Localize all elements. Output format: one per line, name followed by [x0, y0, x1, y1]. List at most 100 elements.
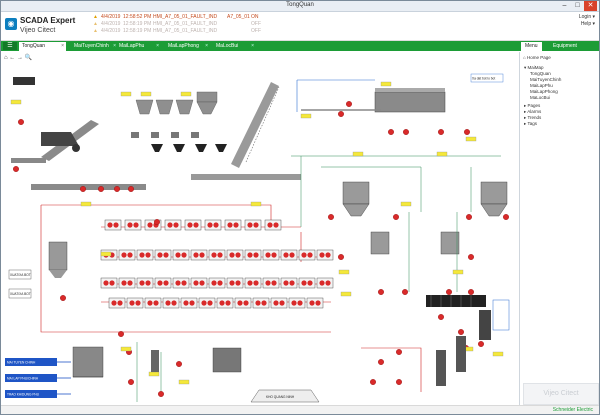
pump-icon[interactable]: [458, 329, 464, 335]
pump-icon[interactable]: [18, 119, 24, 125]
tab-mailapphong[interactable]: MaiLapPhong×: [165, 42, 210, 51]
mill-unit[interactable]: [144, 297, 162, 309]
pump-icon[interactable]: [438, 314, 444, 320]
mill-unit[interactable]: [126, 297, 144, 309]
pump-icon[interactable]: [60, 295, 66, 301]
pump-icon[interactable]: [158, 391, 164, 397]
pump-icon[interactable]: [468, 289, 474, 295]
pump-icon[interactable]: [388, 129, 394, 135]
mill-unit[interactable]: [190, 249, 208, 261]
tab-equipment[interactable]: Equipment: [553, 43, 577, 49]
mill-unit[interactable]: [288, 297, 306, 309]
mill-unit[interactable]: [280, 277, 298, 289]
mill-unit[interactable]: [136, 277, 154, 289]
mill-unit[interactable]: [118, 249, 136, 261]
pump-icon[interactable]: [464, 129, 470, 135]
mill-unit[interactable]: [262, 277, 280, 289]
mill-unit[interactable]: [124, 219, 142, 231]
xuat-button-1[interactable]: [8, 269, 32, 280]
mill-unit[interactable]: [162, 297, 180, 309]
sidebar-tree-item[interactable]: MaiLapPhong: [530, 89, 558, 95]
sidebar-home[interactable]: ⌂ Home Page: [523, 55, 551, 61]
login-menu[interactable]: Login ▾: [578, 14, 595, 20]
mill-unit[interactable]: [252, 297, 270, 309]
alarm-row[interactable]: ▲ 4/4/2019 12:58:52 PM HMI_A7_05_01_FAUL…: [93, 14, 333, 21]
alarm-row[interactable]: ▲ 4/4/2019 12:58:19 PM HMI_A7_05_01_FAUL…: [93, 28, 333, 35]
pump-icon[interactable]: [370, 379, 376, 385]
sidebar-tree-item[interactable]: TongQuan: [530, 71, 551, 77]
pump-icon[interactable]: [328, 214, 334, 220]
pump-icon[interactable]: [176, 361, 182, 367]
pump-icon[interactable]: [154, 219, 160, 225]
pump-icon[interactable]: [466, 214, 472, 220]
close-tab-icon[interactable]: ×: [113, 43, 116, 49]
mill-unit[interactable]: [298, 277, 316, 289]
mill-unit[interactable]: [118, 277, 136, 289]
pump-icon[interactable]: [396, 379, 402, 385]
pump-icon[interactable]: [468, 254, 474, 260]
xuat-button-2[interactable]: [8, 288, 32, 299]
mill-unit[interactable]: [244, 249, 262, 261]
close-tab-icon[interactable]: ×: [61, 43, 64, 49]
close-tab-icon[interactable]: ×: [205, 43, 208, 49]
mill-unit[interactable]: [280, 249, 298, 261]
tab-malocbui[interactable]: MaLocBui×: [213, 42, 256, 51]
mill-unit[interactable]: [316, 249, 334, 261]
pump-icon[interactable]: [128, 186, 134, 192]
sidebar-tree-item[interactable]: ▾ MaiMap: [524, 65, 544, 70]
mill-unit[interactable]: [198, 297, 216, 309]
menu-icon[interactable]: ☰: [3, 42, 17, 50]
mill-unit[interactable]: [204, 219, 222, 231]
close-tab-icon[interactable]: ×: [156, 43, 159, 49]
sidebar-tree-item[interactable]: ▸ Alarms: [524, 109, 542, 114]
pump-icon[interactable]: [338, 254, 344, 260]
mill-unit[interactable]: [208, 249, 226, 261]
mill-unit[interactable]: [100, 277, 118, 289]
close-tab-icon[interactable]: ×: [251, 43, 254, 49]
pump-icon[interactable]: [396, 349, 402, 355]
blue-panel-2[interactable]: [5, 374, 57, 382]
maximize-button[interactable]: □: [575, 2, 580, 9]
mill-unit[interactable]: [262, 249, 280, 261]
tab-maituyenchinh[interactable]: MaiTuyenChinh×: [71, 42, 118, 51]
blue-panel-1[interactable]: [5, 358, 57, 366]
sidebar-tree-item[interactable]: ▸ Trends: [524, 115, 542, 120]
sidebar-tree-item[interactable]: MaiTuyenChinh: [530, 77, 561, 83]
mill-unit[interactable]: [154, 277, 172, 289]
mill-unit[interactable]: [108, 297, 126, 309]
pump-icon[interactable]: [403, 129, 409, 135]
tab-tongquan[interactable]: TongQuan×: [19, 42, 66, 51]
pump-icon[interactable]: [378, 359, 384, 365]
sidebar-tree-item[interactable]: MaLocBui: [530, 95, 550, 101]
mill-unit[interactable]: [136, 249, 154, 261]
mill-unit[interactable]: [208, 277, 226, 289]
pump-icon[interactable]: [438, 129, 444, 135]
minimize-button[interactable]: –: [562, 2, 567, 9]
pump-icon[interactable]: [80, 186, 86, 192]
pump-icon[interactable]: [114, 186, 120, 192]
mill-unit[interactable]: [224, 219, 242, 231]
pump-icon[interactable]: [378, 289, 384, 295]
pump-icon[interactable]: [478, 341, 484, 347]
forward-icon[interactable]: →: [16, 55, 23, 61]
mill-unit[interactable]: [226, 277, 244, 289]
pump-icon[interactable]: [503, 214, 509, 220]
pump-icon[interactable]: [118, 331, 124, 337]
mill-unit[interactable]: [244, 219, 262, 231]
pump-icon[interactable]: [402, 289, 408, 295]
blue-panel-3[interactable]: [5, 390, 57, 398]
sidebar-tree-item[interactable]: ▸ Pages: [524, 103, 541, 108]
sidebar-tree-item[interactable]: ▸ Tags: [524, 121, 537, 126]
alarm-row[interactable]: ▲ 4/4/2019 12:58:19 PM HMI_A7_05_01_FAUL…: [93, 21, 333, 28]
pump-icon[interactable]: [13, 166, 19, 172]
mill-unit[interactable]: [172, 249, 190, 261]
back-icon[interactable]: ←: [9, 55, 16, 61]
mill-unit[interactable]: [144, 219, 162, 231]
mill-unit[interactable]: [104, 219, 122, 231]
mill-unit[interactable]: [264, 219, 282, 231]
tab-menu[interactable]: Menu: [521, 42, 542, 51]
mill-unit[interactable]: [234, 297, 252, 309]
mill-unit[interactable]: [180, 297, 198, 309]
mill-unit[interactable]: [216, 297, 234, 309]
pump-icon[interactable]: [128, 379, 134, 385]
